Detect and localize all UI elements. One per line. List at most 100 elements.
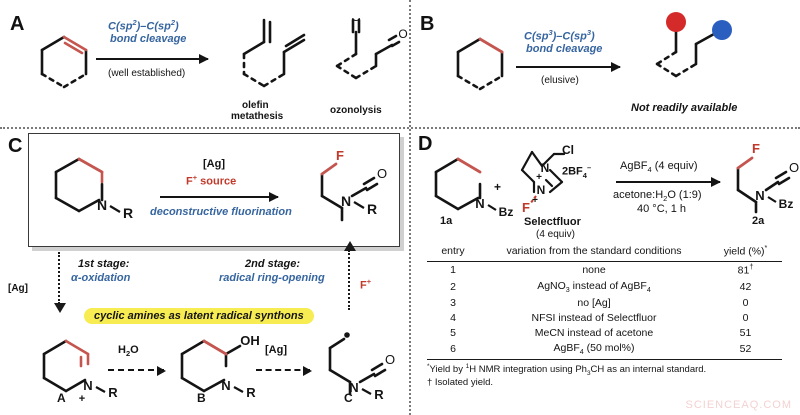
panel-a-arrow-bottom: (well established) [108, 68, 186, 79]
table-row: 4 NFSI instead of Selectfluor 0 [427, 310, 782, 325]
atom-label-f: F [522, 200, 530, 215]
table-row: 2 AgNO3 instead of AgBF4 42 [427, 278, 782, 295]
panel-a-product2: ozonolysis [330, 105, 382, 116]
cell-yield: 81† [737, 263, 754, 277]
mech-label-c: C [344, 391, 353, 405]
atom-label-f: F [336, 148, 344, 163]
atom-label-r: R [108, 385, 118, 400]
atom-label-f: F [752, 141, 760, 156]
table-bottom-rule [427, 359, 782, 360]
atom-label-n: N [83, 378, 92, 393]
footnote-1: *Yield by 1H NMR integration using Ph3CH… [427, 363, 707, 378]
structure-dialdehyde-ozonolysis: O O [335, 18, 408, 80]
table-row: 6 AgBF4 (50 mol%) 52 [427, 340, 782, 357]
atom-label-o: O [789, 160, 799, 175]
structure-selectfluor: Cl N + N + F [520, 143, 574, 215]
panel-d-reagent-name: Selectfluor [524, 216, 581, 228]
panel-divider-horizontal [0, 127, 800, 129]
panel-c-highlight-text: cyclic amines as latent radical synthons [84, 308, 314, 324]
cell-entry: 6 [450, 342, 456, 355]
structure-n-substituted-piperidine: N R [54, 157, 133, 221]
mech-arrow-1 [108, 366, 166, 376]
panel-b-arrow-top-2: bond cleavage [526, 43, 603, 55]
panel-c-right-reagent: F+ [360, 277, 372, 292]
panel-c-highlight-box [28, 133, 400, 247]
cell-variation: AgNO3 instead of AgBF4 [537, 279, 651, 294]
structure-n-benzoylpiperidine-1a: N Bz [434, 157, 514, 219]
cell-entry: 2 [450, 280, 456, 293]
conditions-table: entry variation from the standard condit… [427, 243, 782, 357]
panel-label-b: B [420, 13, 435, 35]
panel-b-arrow-bottom: (elusive) [541, 75, 579, 86]
atom-label-r: R [246, 385, 256, 400]
atom-charge-plus: + [536, 172, 542, 183]
structure-open-chain-two-termini [655, 12, 732, 78]
footnote-2: † Isolated yield. [427, 377, 494, 388]
atom-label-bz: Bz [499, 205, 514, 219]
cell-entry: 1 [450, 263, 456, 276]
radical-dot [344, 332, 350, 338]
panel-c-stage2-line1: 2nd stage: [245, 258, 301, 270]
panel-c-arrow-top-1: [Ag] [203, 158, 225, 170]
cell-variation: AgBF4 (50 mol%) [553, 341, 635, 356]
structure-diene-olefin-metathesis [242, 18, 306, 88]
atom-label-n: N [221, 378, 230, 393]
structure-cyclohexene [40, 35, 88, 89]
connector-right-up [344, 241, 356, 310]
atom-label-n: N [341, 193, 351, 209]
atom-label-n: N [97, 197, 107, 213]
mech-step1-reagent: H2O [118, 344, 139, 359]
atom-label-r: R [367, 201, 377, 217]
structure-iminium-A: N + R [42, 339, 118, 405]
panel-d-arrow [616, 177, 721, 187]
panel-d-cond-3: 40 °C, 1 h [637, 203, 687, 215]
cell-yield: 52 [739, 342, 752, 355]
table-header-row: entry variation from the standard condit… [427, 243, 782, 261]
panel-b-caption: Not readily available [631, 102, 738, 114]
table-row: 5 MeCN instead of acetone 51 [427, 325, 782, 340]
atom-charge-plus: + [532, 195, 538, 206]
col-header-entry: entry [441, 244, 465, 257]
structure-carbon-radical-C: O N R [328, 332, 395, 402]
panel-b-arrow-top-1: C(sp3)–C(sp3) [524, 28, 595, 43]
panel-divider-vertical [409, 0, 411, 415]
mech-label-a: A [57, 391, 66, 405]
atom-label-r: R [123, 205, 133, 221]
cell-yield: 51 [739, 326, 752, 339]
mech-arrow-2 [256, 366, 312, 376]
panel-d-cond-2: acetone:H2O (1:9) [613, 189, 702, 204]
table-row: 1 none 81† [427, 261, 782, 278]
atom-label-n-bottom: N [537, 183, 546, 197]
cell-entry: 4 [450, 311, 456, 324]
atom-label-r: R [374, 387, 384, 402]
watermark: SCIENCEAQ.COM [685, 399, 792, 411]
cell-entry: 5 [450, 326, 456, 339]
panel-label-a: A [10, 13, 25, 35]
panel-d-reagent-equiv: (4 equiv) [536, 229, 575, 240]
cell-entry: 3 [450, 296, 456, 309]
col-header-variation: variation from the standard conditions [506, 244, 682, 257]
atom-label-n: N [349, 380, 358, 395]
panel-a-product1-line2: metathesis [231, 111, 284, 122]
atom-label-cl: Cl [562, 143, 574, 157]
panel-a-arrow-top-2: bond cleavage [110, 33, 187, 45]
panel-c-stage1-line1: 1st stage: [78, 258, 130, 270]
connector-left-down [54, 252, 66, 313]
panel-d-plus: + [494, 180, 502, 194]
panel-a-arrow [96, 54, 209, 64]
mech-label-b: B [197, 391, 206, 405]
panel-c-stage2-line2: radical ring-opening [219, 272, 325, 284]
panel-label-c: C [8, 135, 23, 157]
cell-variation: NFSI instead of Selectfluor [531, 311, 657, 324]
cell-variation: MeCN instead of acetone [534, 326, 654, 339]
atom-label-oh: OH [240, 333, 260, 348]
panel-d-substrate-label: 1a [440, 215, 453, 227]
cell-yield: 0 [742, 311, 749, 324]
atom-label-o: O [385, 352, 395, 367]
cell-variation: none [582, 263, 606, 276]
cell-yield: 42 [739, 280, 752, 293]
mech-step2-reagent: [Ag] [265, 344, 287, 356]
